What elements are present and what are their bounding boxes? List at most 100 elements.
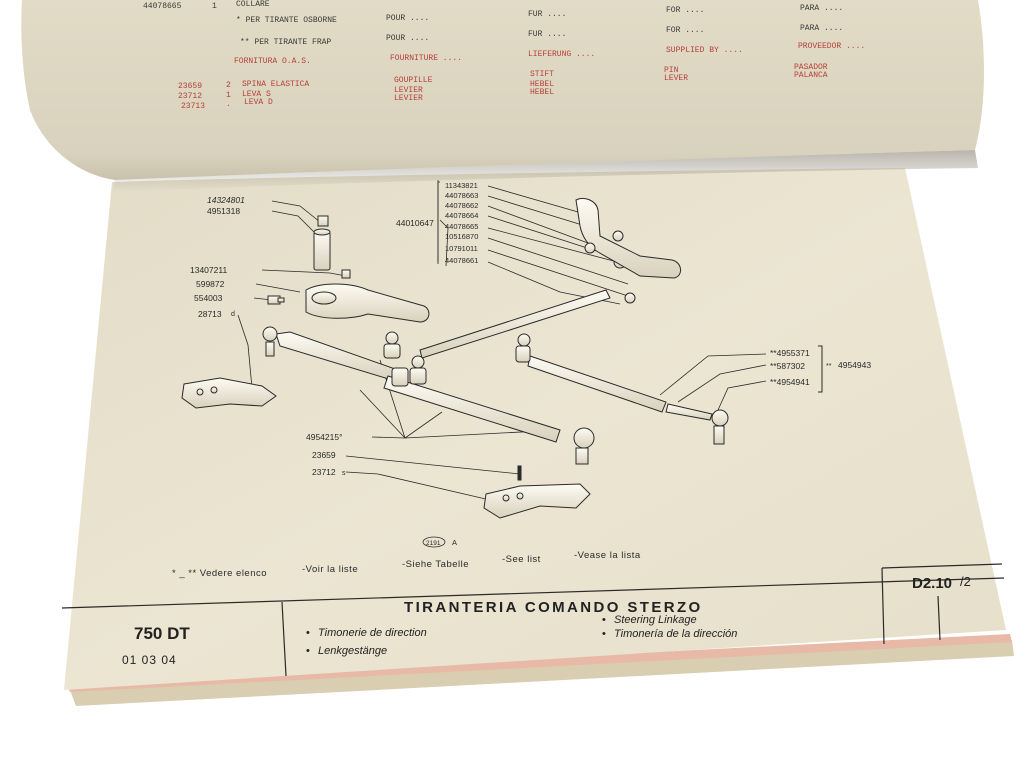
legend: * _ ** Vedere elenco -Voir la liste -Sie… <box>172 550 641 579</box>
ref-code: 2191 <box>426 540 441 547</box>
top-row-code: 23659 <box>178 82 202 91</box>
title-es: Timonería de la dirección <box>614 628 737 640</box>
label-suffix: s <box>342 470 346 477</box>
date-code: 01 03 04 <box>122 653 177 667</box>
label-part-number: 11343821 <box>445 181 478 190</box>
top-row-fr: POUR .... <box>386 14 429 23</box>
top-row-qty: 1 <box>226 91 231 100</box>
top-row-it: COLLARE <box>236 0 270 9</box>
page-shadow <box>112 150 978 192</box>
label-part-number: 599872 <box>196 279 225 289</box>
label-part-number: 44078664 <box>445 211 478 220</box>
bushing <box>313 215 331 271</box>
label-part-number: 10516870 <box>445 232 478 241</box>
page-subcode: /2 <box>960 574 971 589</box>
ref-letter: A <box>452 538 457 547</box>
bullet: • <box>306 645 310 657</box>
idler-arm <box>305 283 430 323</box>
title-en: Steering Linkage <box>614 614 697 626</box>
bullet: • <box>602 614 606 626</box>
top-row-en: FOR .... <box>666 26 704 35</box>
top-page-list: 44078665 1 COLLARE * PER TIRANTE OSBORNE… <box>143 0 865 111</box>
top-row-qty: 2 <box>226 81 231 90</box>
top-row-es: PARA .... <box>800 4 843 13</box>
page-stack-edge <box>70 640 1014 706</box>
top-row-it: LEVA D <box>244 98 273 107</box>
label-part-number: 44078663 <box>445 191 478 200</box>
bullet: • <box>602 628 606 640</box>
top-row-qty: . <box>226 100 231 109</box>
label-part-number: 44010647 <box>396 218 434 228</box>
top-row-fr: LEVIER <box>394 94 423 103</box>
tie-rods <box>275 289 713 443</box>
top-row: ** PER TIRANTE FRAP POUR .... FUR .... F… <box>240 24 843 47</box>
footer-frame <box>61 563 1005 677</box>
top-row-code: 23712 <box>178 92 202 101</box>
top-row-fr: POUR .... <box>386 34 429 43</box>
upper-linkage <box>575 197 681 279</box>
top-row-de: FUR .... <box>528 30 566 39</box>
top-row-it: SPINA ELASTICA <box>242 80 309 89</box>
legend-item: -Voir la liste <box>302 564 358 575</box>
top-row-en: FOR .... <box>666 6 704 15</box>
page-stack-red-edge <box>66 634 1012 692</box>
label-group-number: 4954943 <box>838 360 871 370</box>
label-part-number: 14324801 <box>207 195 245 205</box>
top-row: * PER TIRANTE OSBORNE POUR .... FUR ....… <box>236 4 843 25</box>
top-row-es: PARA .... <box>800 24 843 33</box>
top-row: FORNITURA O.A.S. FOURNITURE .... LIEFERU… <box>234 42 865 66</box>
top-row: 23712 1 LEVA S LEVIER HEBEL LEVER PALANC… <box>178 71 828 101</box>
label-part-number: 13407211 <box>190 265 227 275</box>
top-row-de: STIFT <box>530 70 554 79</box>
top-row-it: FORNITURA O.A.S. <box>234 57 311 66</box>
page-code: D2.10 <box>912 575 952 592</box>
top-row-de: FUR .... <box>528 10 566 19</box>
top-row-it: LEVA S <box>242 90 271 99</box>
legend-item: -Vease la lista <box>574 550 641 561</box>
top-row-de: HEBEL <box>530 88 554 97</box>
label-part-number: 554003 <box>194 293 223 303</box>
svg-text:**: ** <box>826 363 832 370</box>
top-row-de: HEBEL <box>530 80 554 89</box>
legend-item: -See list <box>502 554 541 565</box>
label-part-number: 44078661 <box>445 256 478 265</box>
top-row-fr: GOUPILLE <box>394 76 433 85</box>
top-row-it: * PER TIRANTE OSBORNE <box>236 16 337 25</box>
model-code: 750 DT <box>134 624 190 643</box>
top-row-fr: FOURNITURE .... <box>390 54 462 63</box>
top-row-es: PALANCA <box>794 71 828 80</box>
label-part-number: **4954941 <box>770 377 810 387</box>
grease-nipple <box>341 269 351 279</box>
upper-page-curl <box>21 0 985 180</box>
top-row: 23713 . LEVA D LEVIER HEBEL <box>181 88 554 111</box>
label-part-number: 28713 <box>198 309 222 319</box>
label-part-number: 4954215° <box>306 432 343 442</box>
leader-lines <box>237 180 767 501</box>
label-part-number: 44078665 <box>445 222 478 231</box>
top-row: 44078665 1 COLLARE <box>143 0 270 11</box>
label-suffix: d <box>231 311 235 318</box>
label-part-number: 23712 <box>312 467 336 477</box>
top-row-en: SUPPLIED BY .... <box>666 46 743 55</box>
label-part-number: 44078662 <box>445 201 478 210</box>
top-row-code: 23713 <box>181 102 205 111</box>
lever-lower <box>483 465 591 519</box>
exploded-view <box>181 180 823 519</box>
label-part-number: **587302 <box>770 361 805 371</box>
label-part-number: 23659 <box>312 450 336 460</box>
top-row-es: PASADOR <box>794 63 828 72</box>
ref-badge <box>422 536 446 548</box>
footer: 750 DT 01 03 04 TIRANTERIA COMANDO STERZ… <box>122 574 971 667</box>
legend-item: -Siehe Tabelle <box>402 559 469 570</box>
page-title: TIRANTERIA COMANDO STERZO <box>404 599 703 616</box>
bolt <box>267 295 285 305</box>
label-part-number: **4955371 <box>770 348 810 358</box>
title-fr: Timonerie de direction <box>318 627 427 639</box>
top-row-en: PIN <box>664 66 679 75</box>
top-row: 23659 2 SPINA ELASTICA GOUPILLE STIFT PI… <box>178 63 828 91</box>
top-row-qty: 1 <box>212 2 217 11</box>
diagram-labels: 14324801 4951318 13407211 599872 554003 … <box>190 181 871 548</box>
label-part-number: 4951318 <box>207 206 240 216</box>
legend-item: * _ ** Vedere elenco <box>172 568 267 579</box>
